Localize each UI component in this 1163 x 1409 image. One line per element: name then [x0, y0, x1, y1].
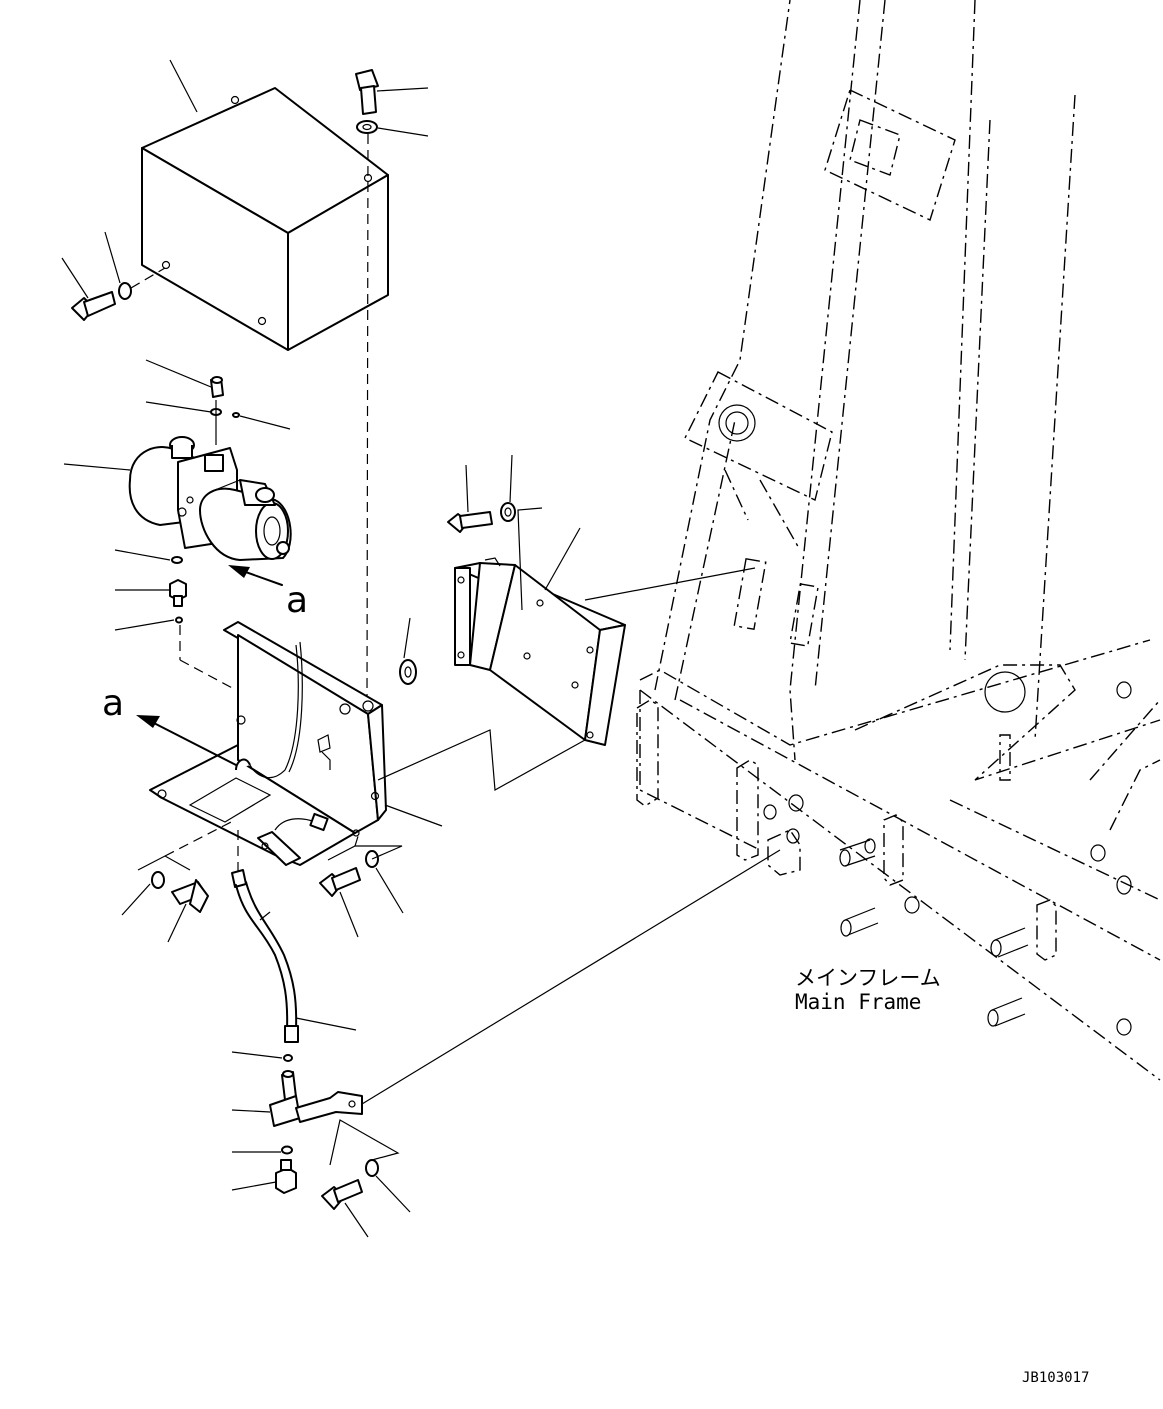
bracket-bolts-left — [121, 819, 236, 943]
top-bolt — [355, 69, 429, 701]
plate-bolts — [447, 454, 543, 611]
hose — [231, 830, 357, 1062]
left-bolt — [61, 231, 166, 321]
main-frame-label-en: Main Frame — [795, 990, 921, 1014]
fitting-bracket-bolts — [321, 1119, 411, 1238]
pump-bracket: a — [102, 617, 586, 866]
cover-box — [141, 59, 389, 351]
fitting-bracket — [231, 849, 781, 1194]
bracket-bolts-right — [319, 829, 404, 938]
view-label-a-2: a — [102, 683, 124, 724]
view-label-a-1: a — [286, 580, 308, 621]
main-frame-label-jp: メインフレーム — [795, 966, 941, 990]
pump-fittings-lower — [114, 549, 237, 691]
main-frame-outline — [636, 0, 1161, 1081]
drawing-code: JB103017 — [1022, 1370, 1089, 1386]
pump-motor: a — [63, 359, 308, 621]
mounting-plate — [454, 527, 756, 746]
